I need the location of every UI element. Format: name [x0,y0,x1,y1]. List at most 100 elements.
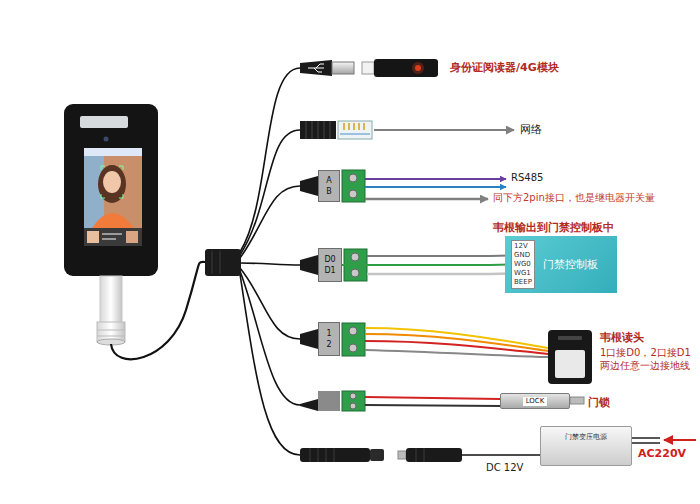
wiegand-in-terminal-part [365,341,548,354]
voltage-label: AC220V [638,447,686,460]
face-terminal-part [98,165,126,203]
section-title-box: 韦根输出到门禁控制板中 [493,221,614,235]
usb-connector-part [332,62,354,74]
wiegand-in-terminal-part [300,329,318,349]
stand [97,276,125,345]
device-label-box: 门锁 [588,396,610,410]
board-name: 门禁控制板 [543,257,598,272]
rj45-connector-part [338,121,372,139]
power-supply: 门禁变压电源 [540,426,632,466]
note: 1口接D0，2口接D1 两边任意一边接地线 [600,347,691,371]
signal-wire [342,264,511,267]
pin-name: 12V [514,242,532,251]
pin-name: D0 [324,254,335,265]
wiegand-in-terminal-part [365,334,548,351]
device-label-box: 身份证阅读器/4G模块 [450,61,559,75]
wiegand-out-terminal-part [351,269,359,277]
network-label: 网络 [520,123,542,136]
cables-part [240,68,300,252]
note: 同下方2pin接口，也是继电器开关量 [493,192,655,203]
wiegand-in-terminal-part [342,323,365,356]
usb-connector-part [415,65,421,71]
door-lock: LOCK [500,393,570,409]
hub-connector-part [205,249,241,276]
pin-name: WG1 [514,269,532,278]
face-terminal [64,104,158,276]
usb-connector-part [362,62,374,74]
stand-part [100,276,122,326]
face-terminal-part [126,231,138,243]
dc-power-connectors-part [664,439,696,441]
card-reader-part [558,336,582,340]
dc-power-connectors-part [310,448,334,462]
device-label: 门锁 [588,396,610,409]
rs485-terminal-part [349,190,357,198]
pin-name: 1 [326,328,331,339]
pin-name: B [326,186,332,197]
dc-power-connectors-part [398,451,406,459]
voltage-label-box: AC220V [638,447,686,461]
rj45-connector-part [306,121,330,139]
cables-part [240,274,300,455]
network-label-box: 网络 [520,123,542,137]
device-label: 身份证阅读器/4G模块 [450,61,559,74]
lock-terminal-part [570,397,584,404]
dc-power-connectors-part [632,438,660,443]
note-box: 1口接D0，2口接D1 两边任意一边接地线 [600,347,696,372]
usb-connector-part [300,60,332,76]
lock-terminal-part [300,399,318,411]
hub-connector-part [220,251,221,274]
voltage-label-box: DC 12V [486,462,523,475]
face-terminal-part [104,137,109,142]
signal-name-box: RS485 [511,172,543,185]
cables-part [240,271,300,405]
wiegand-out-terminal-part [367,255,511,258]
cables-part [111,262,205,359]
pin-name: A [326,175,331,186]
cables-part [240,263,300,265]
dc-power-connectors-part [406,448,462,462]
voltage-label: DC 12V [486,462,523,473]
face-terminal-part [84,148,142,156]
face-terminal-part [64,104,158,276]
dc-power-connectors [300,438,696,462]
usb-connector-part [308,64,324,72]
pin-name: GND [514,251,532,260]
usb-connector-part [374,59,438,77]
face-terminal-part [101,166,123,198]
signal-name: RS485 [511,172,543,183]
pin-name: WG0 [514,260,532,269]
wiegand-in-terminal-part [349,344,357,352]
terminal-label: 12 [318,322,340,356]
face-terminal-part [84,156,142,228]
lock-terminal-part [342,391,365,411]
lock-terminal-part [350,403,356,409]
pin-strip: 12VGNDWG0WG1BEEP [511,240,535,289]
face-terminal-part [87,231,99,243]
wiegand-out-terminal-part [300,255,318,275]
rj45-connector-part [300,121,336,139]
cables-part [240,186,300,258]
pin-name: BEEP [514,278,532,287]
power-supply-text: 门禁变压电源 [545,432,627,442]
stand-part [97,336,125,337]
cables [111,68,300,455]
face-terminal-part [92,213,134,228]
face-terminal-part [84,228,142,246]
rs485-terminal [300,170,506,202]
pin-name: 2 [326,339,331,350]
rs485-terminal-part [365,186,506,188]
section-title: 韦根输出到门禁控制板中 [493,221,614,234]
rj45-connector-part [344,123,364,130]
wiegand-in-terminal-part [349,327,357,335]
face-terminal-part [84,148,142,246]
terminal-label: D0D1 [318,248,342,282]
rj45-connector-part [340,134,370,135]
lock-text: LOCK [523,397,548,406]
hub-connector-part [212,251,213,274]
rs485-terminal-part [349,174,357,182]
usb-connector [300,59,438,77]
lock-terminal-part [365,405,500,406]
rj45-connector-part [374,129,514,131]
wiegand-in-terminal [300,323,548,357]
